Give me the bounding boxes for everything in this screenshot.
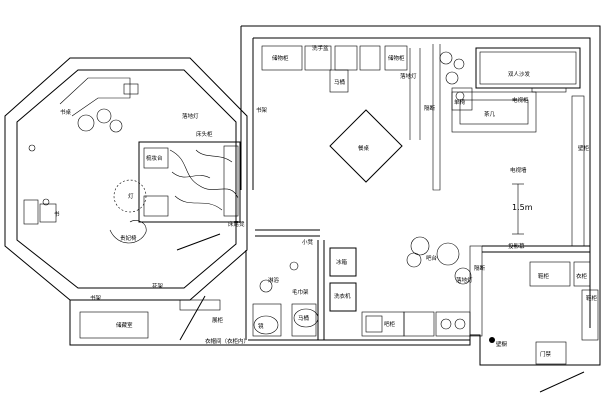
kitchen [329,247,471,337]
label-dressing-table: 梳妆台 [146,154,163,162]
label-desk: 书桌 [60,108,72,116]
label-floor-lamp-right: 落地灯 [456,276,473,284]
label-entrance-partition: 隔断 [474,264,486,272]
label-washer: 洗衣机 [334,292,351,300]
label-dining-table: 餐桌 [358,144,370,152]
label-towel: 毛巾架 [292,288,309,296]
label-toilet-top: 马桶 [334,78,346,86]
study-bay [23,198,57,225]
label-top-cabinet-1: 储物柜 [272,54,289,62]
label-toilet-bottom: 马桶 [298,314,310,322]
bedroom-desk [28,77,139,152]
label-shower: 淋浴 [268,276,280,284]
label-balcony-cabinet: 壁橱 [496,340,508,348]
bathroom [252,261,319,337]
label-study-bay: 书 [54,210,60,218]
label-dimension: 1.5m [512,203,533,212]
octagon-bedroom [4,57,248,301]
label-nightstand: 床头柜 [196,130,213,138]
label-partition: 隔断 [424,104,436,112]
label-tv-cabinet: 电视柜 [512,96,529,104]
label-armchair: 单椅 [454,98,466,106]
top-cabinets [261,45,465,101]
label-chaise: 贵妃椅 [120,234,137,242]
label-flower-stand: 花架 [152,282,164,290]
label-tv-wall: 电视墙 [510,166,527,174]
round-table [406,236,472,285]
labels: 书桌 落地灯 床头柜 梳妆台 灯 床尾凳 贵妃椅 书 花架 书架 储藏室 展柜 … [54,44,598,358]
label-storage-room: 储藏室 [116,321,133,329]
bed [138,141,241,223]
label-side-cabinet: 衣柜 [576,272,588,280]
label-dressing-room-note: 衣帽间（衣柜内） [205,337,249,345]
label-double-sofa: 双人沙发 [508,70,531,78]
label-bookshelf: 书架 [90,294,102,302]
living-area [451,47,585,247]
label-entrance-cabinet: 鞋柜 [538,272,550,280]
label-coffee-table: 茶几 [484,110,496,118]
label-top-cabinet-2: 储物柜 [388,54,405,62]
label-small-stool: 小凳 [302,238,314,246]
label-floor-lamp-top: 落地灯 [400,72,417,80]
label-lamp: 灯 [128,192,134,200]
dining-table [329,109,403,183]
label-bookshelf-main: 书架 [256,106,268,114]
bedroom-corridor [69,295,250,346]
label-entry-door: 门禁 [540,350,552,358]
label-shoe-rack: 鞋柜 [586,294,598,302]
label-bed-end-bench: 床尾凳 [228,220,245,228]
label-fridge: 冰箱 [336,258,348,266]
label-floor-lamp: 落地灯 [182,112,199,120]
label-projector: 投影幕 [508,242,525,250]
label-bar: 吧台 [426,254,438,262]
label-counter-cabinet: 吧柜 [384,320,396,328]
bedroom-lamp [109,179,147,244]
label-bath-mirror: 镜 [258,322,264,330]
main-walls [240,25,601,366]
label-sink-top: 洗手盆 [312,44,329,52]
entrance-cabinets [489,261,599,393]
label-right-wall: 壁柜 [578,144,590,152]
label-display-shelf: 展柜 [212,316,224,324]
